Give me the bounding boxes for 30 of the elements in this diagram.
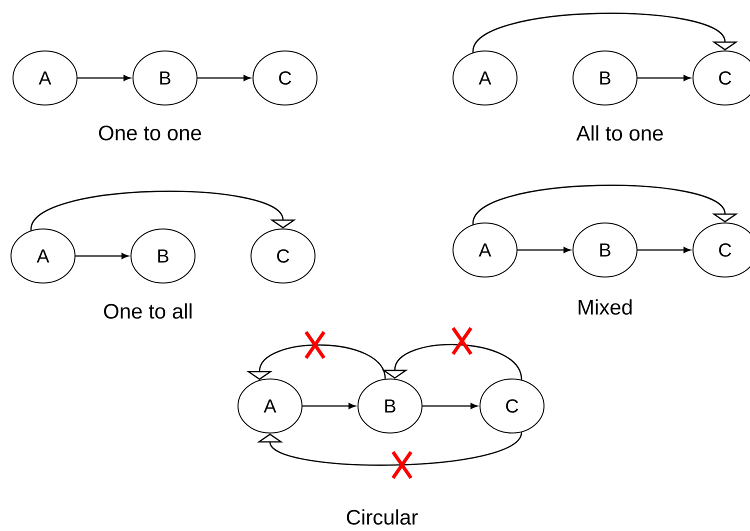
circle-node: A: [452, 50, 518, 106]
arrow: [518, 247, 571, 253]
arrow: [78, 75, 131, 81]
circle-node: C: [250, 228, 316, 284]
circle-node: C: [480, 378, 544, 434]
arrow: [198, 75, 251, 81]
arrow: [638, 247, 691, 253]
circle-node: B: [572, 50, 638, 106]
circle-node: A: [238, 378, 302, 434]
arrow: [256, 432, 522, 466]
arrow: [302, 403, 356, 409]
arrow: [30, 190, 296, 231]
circle-node: B: [132, 50, 198, 106]
circle-node: A: [12, 50, 78, 106]
arrow: [422, 403, 478, 409]
circle-node: A: [452, 222, 518, 278]
caption: One to all: [104, 303, 192, 319]
circle-node: A: [10, 228, 76, 284]
circle-node: B: [572, 222, 638, 278]
caption: Mixed: [578, 299, 632, 315]
caption: Circular: [346, 509, 418, 525]
arrow: [76, 253, 129, 259]
caption: All to one: [576, 125, 663, 141]
circle-node: B: [358, 378, 422, 434]
arrow: [472, 184, 738, 225]
circle-node: C: [252, 50, 318, 106]
arrow: [472, 12, 738, 53]
arrow: [638, 75, 691, 81]
circle-node: B: [130, 228, 196, 284]
caption: One to one: [99, 126, 201, 140]
